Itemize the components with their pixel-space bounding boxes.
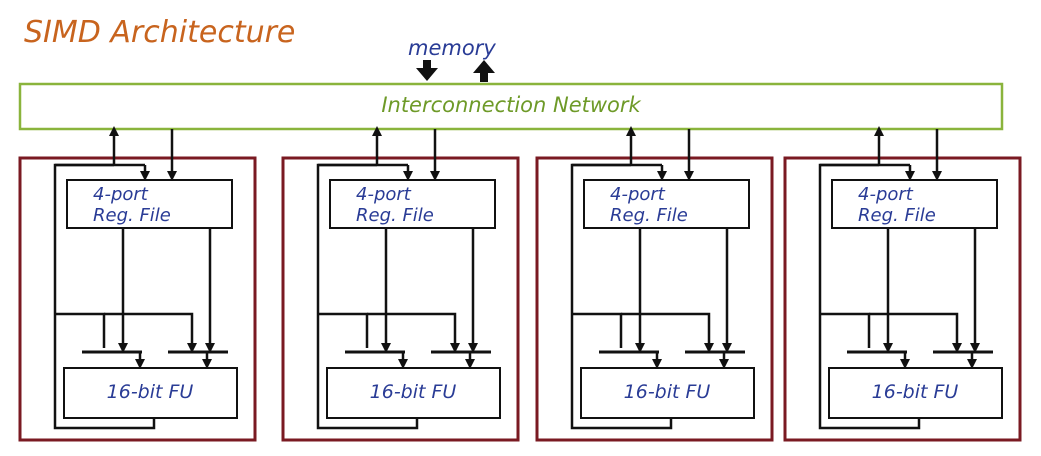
bus-wire bbox=[572, 312, 623, 348]
memory-label: memory bbox=[408, 36, 496, 60]
register-file-label-line2: Reg. File bbox=[356, 205, 434, 226]
bus-wire bbox=[621, 312, 714, 353]
processing-element-box bbox=[783, 156, 1022, 442]
diagram-title: SIMD Architecture bbox=[24, 15, 295, 50]
processing-element-box bbox=[281, 156, 520, 442]
register-file-label-line1: 4-port bbox=[610, 184, 666, 205]
interconnection-network bbox=[18, 82, 1004, 131]
register-file-box bbox=[66, 179, 233, 229]
register-file-label-line2: Reg. File bbox=[858, 205, 936, 226]
register-file-label-line1: 4-port bbox=[356, 184, 412, 205]
functional-unit-box bbox=[828, 367, 1003, 419]
register-file-box bbox=[831, 179, 998, 229]
register-file-label-line1: 4-port bbox=[93, 184, 149, 205]
bus-wire bbox=[367, 312, 460, 353]
bus-wire bbox=[55, 312, 106, 348]
bus-wire bbox=[104, 312, 197, 353]
bus-wire bbox=[820, 312, 871, 348]
bus-wire bbox=[318, 312, 369, 348]
functional-unit-label: 16-bit FU bbox=[872, 381, 959, 403]
bus-wire bbox=[869, 312, 962, 353]
processing-element-box bbox=[535, 156, 774, 442]
functional-unit-box bbox=[580, 367, 755, 419]
functional-unit-label: 16-bit FU bbox=[370, 381, 457, 403]
register-file-label-line1: 4-port bbox=[858, 184, 914, 205]
register-file-box bbox=[583, 179, 750, 229]
interconnection-network-label: Interconnection Network bbox=[381, 93, 641, 117]
register-file-label-line2: Reg. File bbox=[93, 205, 171, 226]
functional-unit-label: 16-bit FU bbox=[624, 381, 711, 403]
memory-write-arrow bbox=[473, 60, 495, 82]
functional-unit-box bbox=[63, 367, 238, 419]
functional-unit-label: 16-bit FU bbox=[107, 381, 194, 403]
functional-unit-box bbox=[326, 367, 501, 419]
processing-element-box bbox=[18, 156, 257, 442]
register-file-label-line2: Reg. File bbox=[610, 205, 688, 226]
register-file-box bbox=[329, 179, 496, 229]
memory-read-arrow bbox=[416, 60, 438, 81]
